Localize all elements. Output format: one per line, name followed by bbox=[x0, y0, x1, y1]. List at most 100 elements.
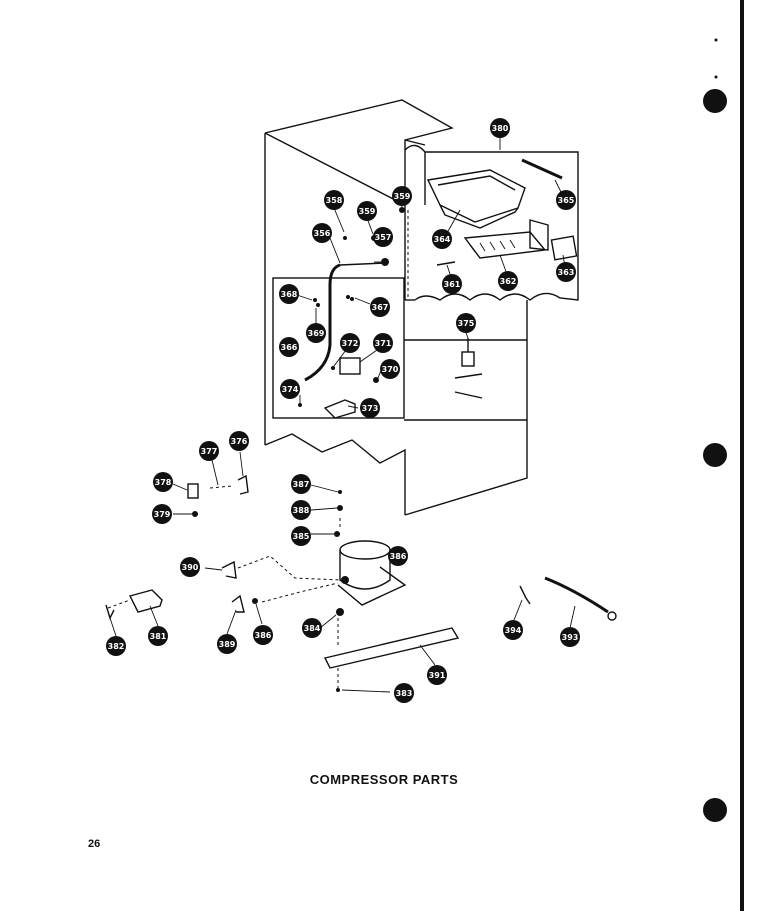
callout-circle bbox=[394, 683, 414, 703]
callout-circle bbox=[302, 618, 322, 638]
callout-label: 386 bbox=[255, 631, 272, 640]
binder-hole bbox=[703, 443, 727, 467]
callout-c369: 369 bbox=[306, 323, 326, 343]
callout-circle bbox=[373, 333, 393, 353]
callout-circle bbox=[217, 634, 237, 654]
callout-c358: 358 bbox=[324, 190, 344, 210]
callout-label: 391 bbox=[429, 671, 446, 680]
callout-c390: 390 bbox=[180, 557, 200, 577]
callout-circle bbox=[199, 441, 219, 461]
callout-c387: 387 bbox=[291, 474, 311, 494]
callout-circle bbox=[498, 271, 518, 291]
callout-circle bbox=[306, 323, 326, 343]
callout-label: 393 bbox=[562, 633, 579, 642]
callout-label: 386 bbox=[390, 552, 407, 561]
callout-c384: 384 bbox=[302, 618, 322, 638]
callout-label: 361 bbox=[444, 280, 461, 289]
binder-hole bbox=[703, 89, 727, 113]
callout-label: 359 bbox=[394, 192, 411, 201]
callout-label: 368 bbox=[281, 290, 298, 299]
callout-circle bbox=[380, 359, 400, 379]
callout-c376: 376 bbox=[229, 431, 249, 451]
callout-circle bbox=[503, 620, 523, 640]
callout-circle bbox=[556, 190, 576, 210]
page-number: 26 bbox=[88, 838, 101, 850]
tube bbox=[304, 263, 341, 382]
callout-circle bbox=[152, 504, 172, 524]
callout-label: 382 bbox=[108, 642, 125, 651]
callout-c386: 386 bbox=[388, 546, 408, 566]
callout-c381: 381 bbox=[148, 626, 168, 646]
callout-label: 369 bbox=[308, 329, 325, 338]
callout-c385: 385 bbox=[291, 526, 311, 546]
callout-c370: 370 bbox=[380, 359, 400, 379]
callout-c359: 359 bbox=[392, 186, 412, 206]
callout-c382: 382 bbox=[106, 636, 126, 656]
callout-label: 379 bbox=[154, 510, 171, 519]
callout-c377: 377 bbox=[199, 441, 219, 461]
callout-c362: 362 bbox=[498, 271, 518, 291]
callout-c372: 372 bbox=[340, 333, 360, 353]
callout-circle bbox=[427, 665, 447, 685]
callout-label: 389 bbox=[219, 640, 236, 649]
callout-label: 365 bbox=[558, 196, 575, 205]
cabinet-outline bbox=[264, 99, 528, 516]
callout-c391: 391 bbox=[427, 665, 447, 685]
callout-circle bbox=[556, 262, 576, 282]
callout-label: 356 bbox=[314, 229, 331, 238]
callout-circle bbox=[340, 333, 360, 353]
callout-c363: 363 bbox=[556, 262, 576, 282]
callout-label: 371 bbox=[375, 339, 392, 348]
callout-circle bbox=[360, 398, 380, 418]
callout-label: 357 bbox=[375, 233, 392, 242]
callout-label: 381 bbox=[150, 632, 167, 641]
callout-c367: 367 bbox=[370, 297, 390, 317]
callout-c368: 368 bbox=[279, 284, 299, 304]
callout-label: 363 bbox=[558, 268, 575, 277]
diagram-title: COMPRESSOR PARTS bbox=[309, 772, 459, 787]
callout-label: 394 bbox=[505, 626, 522, 635]
callout-label: 359 bbox=[359, 207, 376, 216]
callout-circle bbox=[392, 186, 412, 206]
callout-c374: 374 bbox=[280, 379, 300, 399]
callout-circle bbox=[560, 627, 580, 647]
binder-hole bbox=[703, 798, 727, 822]
callout-c356: 356 bbox=[312, 223, 332, 243]
callout-circle bbox=[370, 297, 390, 317]
callout-label: 372 bbox=[342, 339, 359, 348]
callout-label: 362 bbox=[500, 277, 517, 286]
callout-circle bbox=[324, 190, 344, 210]
callout-c357: 357 bbox=[373, 227, 393, 247]
callout-label: 373 bbox=[362, 404, 379, 413]
callout-circle bbox=[253, 625, 273, 645]
callout-circle bbox=[432, 229, 452, 249]
callout-c366: 366 bbox=[279, 337, 299, 357]
callout-c386b: 386 bbox=[253, 625, 273, 645]
callout-circle bbox=[280, 379, 300, 399]
callout-c388: 388 bbox=[291, 500, 311, 520]
icemaker-cutaway bbox=[404, 144, 579, 301]
callout-circle bbox=[490, 118, 510, 138]
callout-circle bbox=[388, 546, 408, 566]
callout-circle bbox=[153, 472, 173, 492]
callout-c365: 365 bbox=[556, 190, 576, 210]
callout-circle bbox=[279, 284, 299, 304]
callout-c375: 375 bbox=[456, 313, 476, 333]
callout-label: 383 bbox=[396, 689, 413, 698]
callout-label: 380 bbox=[492, 124, 509, 133]
callout-circle bbox=[291, 526, 311, 546]
callout-c373: 373 bbox=[360, 398, 380, 418]
base-plate bbox=[323, 627, 460, 669]
control-box-frame bbox=[272, 277, 405, 419]
callout-label: 375 bbox=[458, 319, 475, 328]
callout-label: 370 bbox=[382, 365, 399, 374]
callout-circle bbox=[442, 274, 462, 294]
callout-circle bbox=[373, 227, 393, 247]
part-375 bbox=[454, 338, 483, 399]
ink-speck bbox=[714, 75, 718, 79]
callout-c378: 378 bbox=[153, 472, 173, 492]
ice-bin bbox=[426, 169, 526, 229]
callout-c380: 380 bbox=[490, 118, 510, 138]
callout-circle bbox=[456, 313, 476, 333]
